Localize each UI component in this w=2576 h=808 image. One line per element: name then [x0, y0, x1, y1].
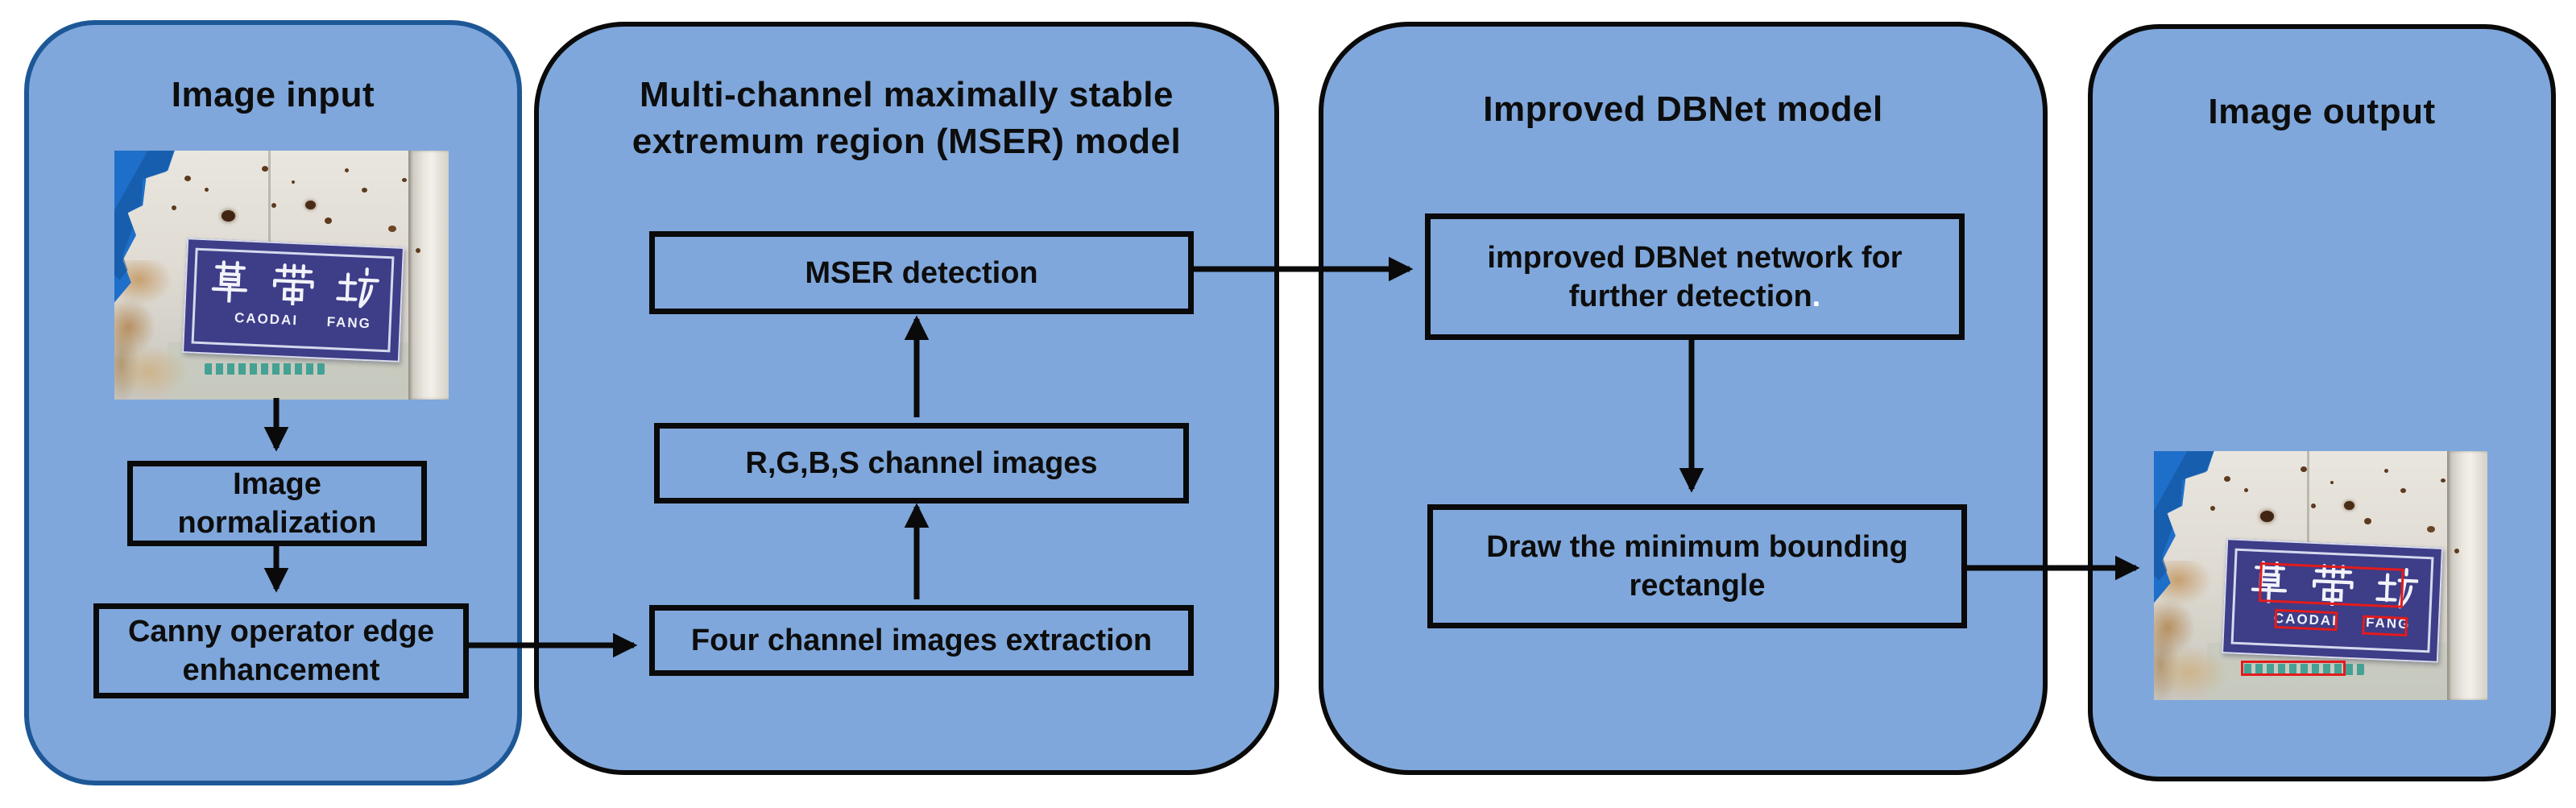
rust-spot: [2330, 481, 2334, 485]
panel-improved-dbnet-model: Improved DBNet model improved DBNet netw…: [1319, 22, 2048, 775]
rust-spot: [2383, 468, 2388, 473]
rust-spot: [291, 180, 295, 184]
sign-pinyin-caodai: CAODAI: [234, 309, 299, 329]
detection-box-fang: [2362, 615, 2408, 637]
step-label: Four channel images extraction: [690, 624, 1153, 657]
rust-spot: [401, 177, 407, 182]
rust-spot: [261, 165, 268, 172]
step-mser-detection: MSER detection: [649, 231, 1194, 314]
cn-char-fang: [336, 267, 380, 309]
cn-char-cao: [2251, 561, 2287, 604]
sign-chinese-characters: [203, 259, 384, 310]
sign-pinyin-fang: FANG: [326, 314, 372, 332]
wall-seam: [2307, 451, 2310, 546]
rust-spot: [2260, 511, 2275, 523]
step-rgbs-channel-images: R,G,B,S channel images: [654, 423, 1189, 503]
image-output-title-text: Image output: [2208, 92, 2436, 131]
rust-spot: [271, 202, 277, 208]
wall-pipe: [408, 151, 449, 400]
rust-spot: [325, 218, 333, 225]
cn-char-dai: [2312, 564, 2354, 607]
rust-spot: [362, 188, 368, 193]
rust-spot: [415, 247, 420, 253]
rust-spot: [221, 210, 235, 222]
step-label: improved DBNet network for further detec…: [1440, 238, 1949, 316]
wall-pipe: [2447, 451, 2487, 700]
panel-title-image-input: Image input: [29, 72, 517, 118]
rust-spot: [2454, 548, 2459, 553]
rust-spot: [304, 200, 316, 209]
detection-box-chinese-text: [2258, 562, 2404, 609]
street-sign: CAODAI FANG: [2221, 538, 2443, 664]
rust-spot: [184, 175, 192, 181]
mser-title-line2: extremum region (MSER) model: [632, 122, 1182, 161]
wall-seam: [267, 151, 271, 246]
small-green-text-strip: [2243, 664, 2364, 676]
step-improved-dbnet-network: improved DBNet network for further detec…: [1425, 213, 1965, 340]
image-input-title-text: Image input: [171, 75, 375, 114]
street-sign: CAODAI FANG: [182, 238, 404, 363]
rust-spot: [2343, 500, 2354, 510]
rust-spot: [2301, 466, 2308, 472]
rust-spot: [2210, 505, 2216, 511]
input-photo: CAODAI FANG: [114, 151, 449, 400]
step-label: Canny operator edge enhancement: [127, 615, 435, 687]
step-label-text: improved DBNet network for further detec…: [1487, 240, 1903, 313]
rust-spot: [2427, 525, 2436, 532]
dbnet-title-text: Improved DBNet model: [1483, 89, 1883, 129]
rust-spot: [2223, 475, 2230, 482]
rust-spot: [2243, 488, 2248, 493]
mser-title-line1: Multi-channel maximally stable: [640, 75, 1174, 114]
rust-spot: [171, 205, 176, 210]
panel-mser-model: Multi-channel maximally stable extremum …: [534, 22, 1279, 775]
step-label: Image normalization: [177, 467, 377, 540]
rust-spot: [2441, 478, 2446, 483]
cn-char-dai: [273, 263, 315, 307]
rust-spot: [205, 188, 209, 193]
step-label: MSER detection: [805, 255, 1038, 290]
step-image-normalization: Image normalization: [127, 461, 427, 546]
cn-char-fang: [2375, 567, 2419, 609]
step-draw-min-bounding-rectangle: Draw the minimum bounding rectangle: [1427, 504, 1967, 628]
step-label-suffix: .: [1812, 279, 1821, 313]
step-label: R,G,B,S channel images: [745, 446, 1098, 480]
rust-spot: [345, 168, 350, 172]
panel-title-improved-dbnet: Improved DBNet model: [1323, 86, 2043, 133]
rust-spot: [2310, 503, 2316, 508]
step-label: Draw the minimum bounding rectangle: [1486, 530, 1908, 603]
panel-title-image-output: Image output: [2093, 89, 2551, 135]
sign-chinese-characters: [2243, 560, 2424, 610]
rust-spot: [2363, 518, 2371, 525]
step-four-channel-extraction: Four channel images extraction: [649, 605, 1194, 676]
detection-box-caodai: [2274, 609, 2338, 632]
output-photo: CAODAI FANG: [2154, 451, 2487, 700]
step-canny-edge-enhancement: Canny operator edge enhancement: [93, 603, 469, 698]
panel-image-input: Image input: [24, 20, 522, 785]
cn-char-cao: [211, 260, 248, 304]
rust-spot: [388, 225, 397, 232]
small-green-text-strip: [205, 363, 325, 375]
panel-title-mser-model: Multi-channel maximally stable extremum …: [539, 72, 1274, 165]
panel-image-output: Image output: [2088, 24, 2556, 781]
rust-spot: [2400, 488, 2407, 494]
detection-box-green-strip: [2240, 661, 2346, 676]
